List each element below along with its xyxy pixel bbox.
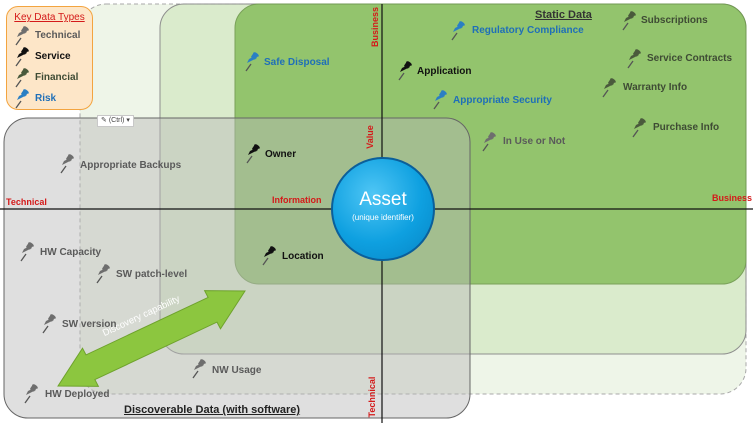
service-pushpin-icon bbox=[244, 144, 262, 164]
node-hw-deployed: HW Deployed bbox=[45, 389, 110, 400]
technical-pushpin-icon bbox=[40, 314, 58, 334]
technical-pushpin-icon bbox=[94, 264, 112, 284]
asset-circle: Asset (unique identifier) bbox=[331, 157, 435, 261]
technical-pushpin-icon bbox=[58, 154, 76, 174]
node-purchase-info: Purchase Info bbox=[653, 122, 720, 133]
service-pushpin-icon bbox=[260, 246, 278, 266]
node-owner: Owner bbox=[265, 149, 297, 160]
financial-pushpin-icon bbox=[630, 118, 648, 138]
service-pushpin-icon bbox=[396, 61, 414, 81]
axis-label-business-top: Business bbox=[370, 6, 380, 48]
financial-pushpin-icon bbox=[625, 49, 643, 69]
axis-label-business-right: Business bbox=[712, 193, 753, 203]
legend-title: Key Data Types bbox=[14, 12, 85, 23]
axis-label-technical-left: Technical bbox=[6, 197, 47, 207]
legend-label: Technical bbox=[35, 30, 81, 41]
risk-pushpin-icon bbox=[243, 52, 261, 72]
technical-pushpin-icon bbox=[22, 384, 40, 404]
legend-label: Risk bbox=[35, 93, 57, 104]
node-warranty-info: Warranty Info bbox=[623, 82, 688, 93]
node-location: Location bbox=[282, 251, 324, 262]
paste-options-button[interactable]: ✎ (Ctrl) ▾ bbox=[97, 115, 134, 127]
node-sw-version: SW version bbox=[62, 319, 117, 330]
technical-pushpin-icon bbox=[480, 132, 498, 152]
node-appropriate-security: Appropriate Security bbox=[453, 95, 552, 106]
node-service-contracts: Service Contracts bbox=[647, 53, 733, 64]
static-data-title: Static Data bbox=[535, 9, 592, 21]
node-application: Application bbox=[417, 66, 472, 77]
node-sw-patch-level: SW patch-level bbox=[116, 269, 188, 280]
axis-label-technical-bottom: Technical bbox=[367, 376, 377, 418]
legend-label: Service bbox=[35, 51, 71, 62]
paste-options-label: (Ctrl) bbox=[108, 117, 125, 124]
node-hw-capacity: HW Capacity bbox=[40, 247, 102, 258]
node-nw-usage: NW Usage bbox=[212, 365, 262, 376]
node-subscriptions: Subscriptions bbox=[641, 15, 708, 26]
risk-pushpin-icon bbox=[13, 89, 31, 109]
risk-pushpin-icon bbox=[431, 90, 449, 110]
discoverable-data-title: Discoverable Data (with software) bbox=[124, 404, 301, 416]
asset-title: Asset bbox=[359, 189, 407, 210]
risk-pushpin-icon bbox=[449, 21, 467, 41]
service-pushpin-icon bbox=[13, 47, 31, 67]
axis-label-value: Value bbox=[365, 125, 375, 149]
axis-label-information: Information bbox=[272, 195, 322, 205]
financial-pushpin-icon bbox=[620, 11, 638, 31]
node-in-use-or-not: In Use or Not bbox=[503, 136, 566, 147]
financial-pushpin-icon bbox=[600, 78, 618, 98]
financial-pushpin-icon bbox=[13, 68, 31, 88]
node-safe-disposal: Safe Disposal bbox=[264, 57, 330, 68]
technical-pushpin-icon bbox=[190, 359, 208, 379]
legend-label: Financial bbox=[35, 72, 79, 83]
technical-pushpin-icon bbox=[18, 242, 36, 262]
technical-pushpin-icon bbox=[13, 26, 31, 46]
legend-box: Key Data Types Technical Service Financi… bbox=[6, 6, 93, 110]
discovery-arrow bbox=[57, 290, 246, 387]
node-appropriate-backups: Appropriate Backups bbox=[80, 160, 182, 171]
asset-subtitle: (unique identifier) bbox=[352, 213, 414, 222]
node-regulatory-compliance: Regulatory Compliance bbox=[472, 25, 584, 36]
